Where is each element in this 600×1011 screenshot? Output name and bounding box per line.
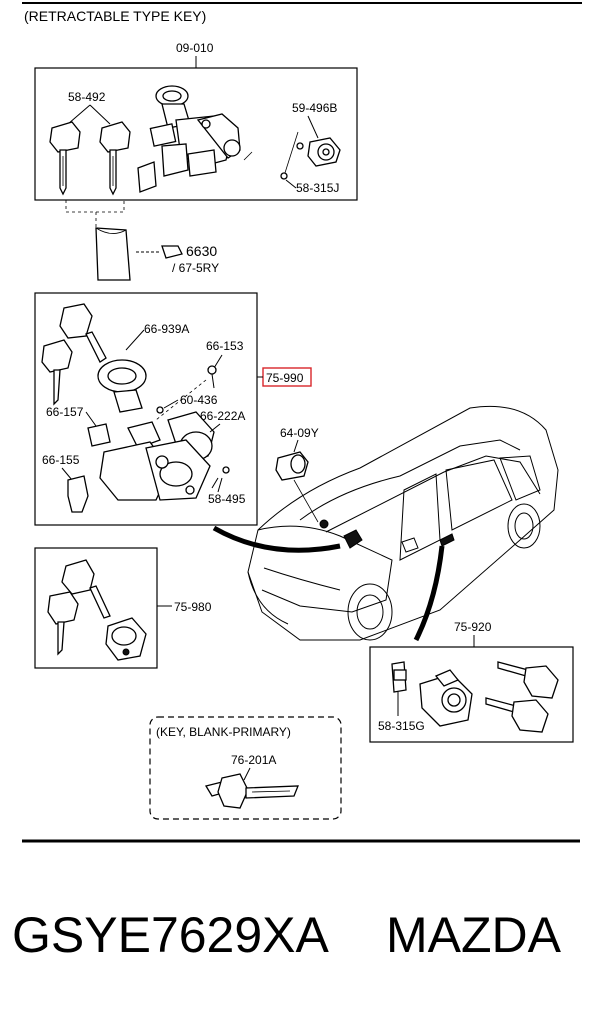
leader-75-990: [212, 525, 341, 553]
blank-key-76-201A: [204, 773, 299, 809]
key-box2-upper: [59, 303, 107, 363]
door-lock-cylinder-59-496B: [307, 137, 341, 167]
key-box2-lower: [41, 339, 73, 406]
leader-75-920: [413, 545, 445, 642]
assembly-box-75-990: [34, 292, 258, 526]
part-66-155: [67, 475, 89, 513]
callout-58-495[interactable]: 58-495: [208, 492, 246, 506]
steering-lock-assembly: [97, 359, 215, 501]
callout-59-496B[interactable]: 59-496B: [292, 101, 337, 115]
header-title: (RETRACTABLE TYPE KEY): [24, 8, 206, 24]
key-box3-upper: [61, 559, 111, 619]
callout-66-155[interactable]: 66-155: [42, 453, 80, 467]
key-58-492-left: [49, 121, 81, 196]
callout-66-939A[interactable]: 66-939A: [144, 322, 189, 336]
part-66-157: [87, 423, 111, 447]
key-75-920-lower: [485, 697, 549, 733]
callout-66-157[interactable]: 66-157: [46, 405, 84, 419]
callout-58-315G[interactable]: 58-315G: [378, 719, 425, 733]
steering-column-cover: [95, 227, 131, 281]
callout-09-010[interactable]: 09-010: [176, 41, 214, 55]
callout-76-201A[interactable]: 76-201A: [231, 753, 276, 767]
assembly-box-75-980: [34, 547, 158, 669]
screw-58-495: [211, 466, 230, 489]
vehicle-illustration: [247, 405, 559, 641]
door-lock-cylinder-64-09Y: [275, 451, 309, 481]
lock-assembly-09-010: [137, 85, 253, 193]
callout-67-5RY[interactable]: / 67-5RY: [172, 261, 219, 275]
blank-key-box-title: (KEY, BLANK-PRIMARY): [156, 725, 291, 739]
screw-66-153: [207, 365, 217, 389]
footer-part-number: GSYE7629XA: [12, 907, 330, 963]
callout-60-436[interactable]: 60-436: [180, 393, 218, 407]
assembly-box-09-010: [34, 67, 358, 201]
callout-75-980[interactable]: 75-980: [174, 600, 212, 614]
callout-64-09Y[interactable]: 64-09Y: [280, 426, 319, 440]
callout-75-990[interactable]: 75-990: [266, 371, 304, 385]
callout-75-920[interactable]: 75-920: [454, 620, 492, 634]
key-75-920-upper: [497, 661, 559, 699]
callout-58-315J[interactable]: 58-315J: [296, 181, 339, 195]
lock-cylinder-box3: [105, 617, 147, 661]
callout-66-153[interactable]: 66-153: [206, 339, 244, 353]
retainer-58-315G: [391, 661, 407, 693]
footer-brand: MAZDA: [386, 907, 562, 963]
callout-58-492[interactable]: 58-492: [68, 90, 106, 104]
callout-66-222A[interactable]: 66-222A: [200, 409, 245, 423]
assembly-box-75-920: [369, 646, 574, 743]
key-box3-lower: [47, 591, 79, 656]
key-58-492-right: [99, 121, 131, 196]
callout-6630[interactable]: 6630: [186, 243, 217, 259]
blank-key-box: [149, 716, 342, 820]
door-lock-cylinder-75-920: [419, 669, 473, 727]
